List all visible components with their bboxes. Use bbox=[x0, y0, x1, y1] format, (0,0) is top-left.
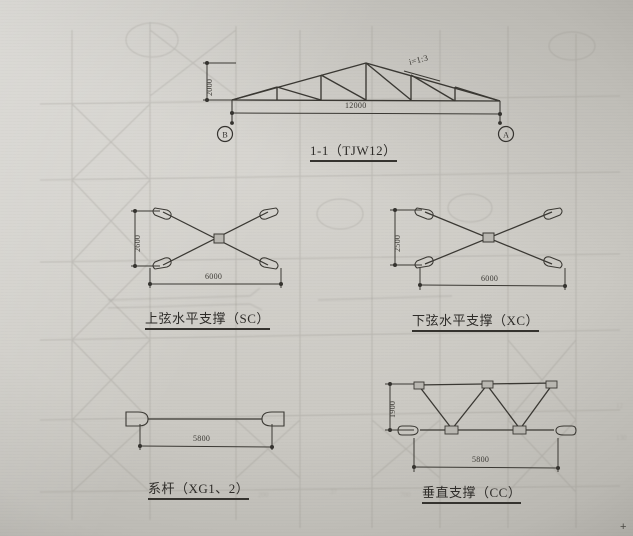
brace-end-lugs bbox=[152, 207, 279, 270]
figure-roof-truss bbox=[230, 62, 502, 125]
dim-xc-width: 6000 bbox=[481, 274, 499, 283]
svg-text:100: 100 bbox=[186, 487, 197, 495]
dim-truss-rise: 2000 bbox=[205, 78, 214, 96]
dim-tie-rod-length: 5800 bbox=[193, 434, 211, 443]
dimension-lines-fig1 bbox=[203, 61, 502, 116]
dim-truss-span: 12000 bbox=[345, 101, 367, 110]
registration-mark: + bbox=[620, 521, 627, 533]
dim-sc-height: 2600 bbox=[133, 234, 142, 252]
dimension-lines-fig4 bbox=[138, 424, 274, 450]
axis-label-a: A bbox=[503, 131, 509, 140]
figure-bottom-chord-bracing bbox=[414, 207, 563, 269]
caption-vertical-bracing: 垂直支撑（CC） bbox=[422, 482, 522, 504]
slope-symbol bbox=[403, 70, 441, 82]
dim-sc-width: 6000 bbox=[205, 272, 223, 281]
dim-cc-length: 5800 bbox=[472, 455, 490, 464]
grid-axis-bubbles: B A bbox=[216, 125, 515, 143]
figure-vertical-bracing bbox=[397, 380, 577, 436]
svg-text:130: 130 bbox=[616, 434, 627, 442]
svg-text:200: 200 bbox=[258, 491, 269, 499]
svg-text:12: 12 bbox=[616, 402, 624, 410]
dim-cc-height: 1900 bbox=[388, 400, 397, 418]
dimension-lines-fig5 bbox=[385, 382, 560, 472]
caption-roof-truss: 1-1（TJW12） bbox=[310, 140, 397, 162]
figure-tie-rod bbox=[125, 411, 285, 427]
caption-bottom-chord-bracing: 下弦水平支撑（XC） bbox=[412, 310, 540, 332]
caption-tie-rod: 系杆（XG1、2） bbox=[148, 478, 250, 500]
dimension-lines-fig3 bbox=[390, 208, 567, 290]
svg-text:175: 175 bbox=[466, 488, 477, 496]
svg-text:3?: 3? bbox=[330, 488, 337, 496]
bracing-end-lugs bbox=[397, 425, 577, 436]
brace-end-lugs bbox=[414, 207, 563, 269]
svg-text:700: 700 bbox=[400, 491, 411, 499]
dim-xc-height: 2500 bbox=[393, 234, 402, 252]
caption-top-chord-bracing: 上弦水平支撑（SC） bbox=[145, 308, 270, 330]
figure-top-chord-bracing bbox=[152, 207, 279, 270]
dimension-lines-fig2 bbox=[131, 209, 283, 288]
axis-label-b: B bbox=[222, 131, 227, 140]
